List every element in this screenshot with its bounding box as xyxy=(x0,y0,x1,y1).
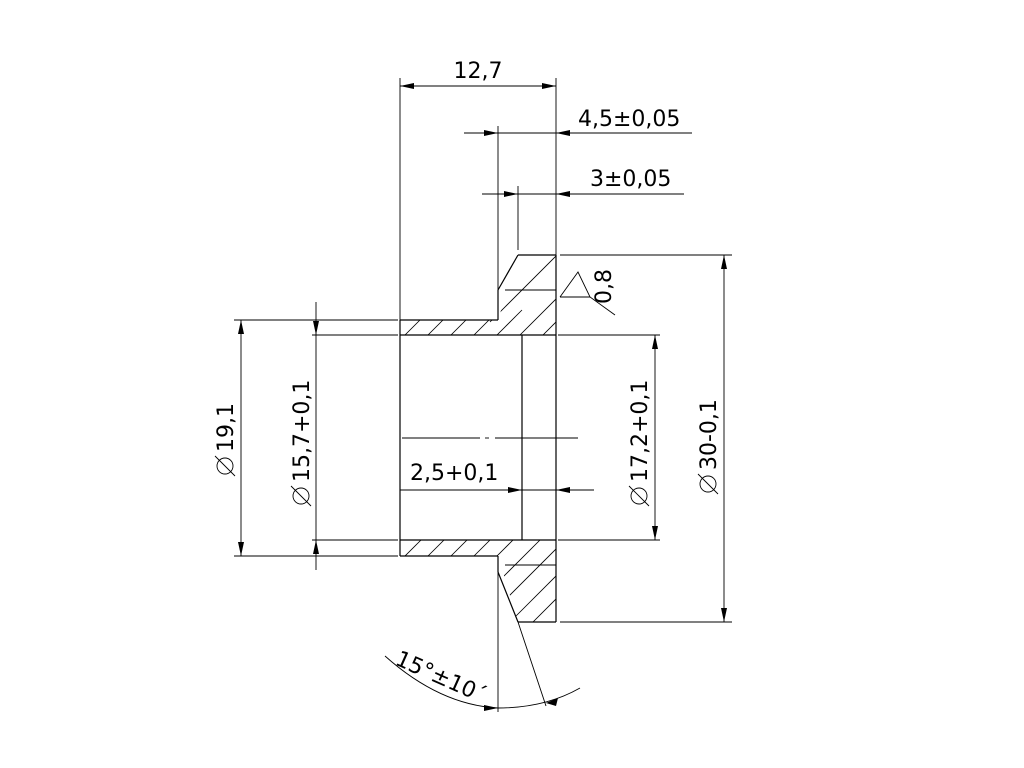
dimension-depth-inner: 3±0,05 xyxy=(482,167,684,250)
dim-15-7: 15,7+0,1 xyxy=(290,380,315,482)
dimension-overall-length: 12,7 xyxy=(399,59,557,320)
diameter-icon xyxy=(699,475,717,493)
dimension-counterbore-depth: 2,5+0,1 xyxy=(400,461,594,493)
dimension-chamfer-angle: 15°±10´ xyxy=(384,572,581,712)
diameter-icon xyxy=(216,457,234,475)
dim-19-1: 19,1 xyxy=(214,403,239,452)
dim-3: 3±0,05 xyxy=(590,167,671,192)
dimension-dia-19-1: 19,1 xyxy=(214,319,398,557)
dim-12-7: 12,7 xyxy=(454,59,503,84)
diameter-icon xyxy=(630,487,648,505)
dimension-dia-15-7: 15,7+0,1 xyxy=(290,302,398,570)
section-hatch-top xyxy=(400,255,556,335)
part-outline xyxy=(399,254,557,623)
surface-finish-value: 0,8 xyxy=(592,269,617,304)
dim-30: 30-0,1 xyxy=(697,399,722,470)
dim-4-5: 4,5±0,05 xyxy=(578,107,680,132)
section-hatch-bottom xyxy=(400,540,556,622)
dim-2-5: 2,5+0,1 xyxy=(410,461,498,486)
dimension-depth-outer: 4,5±0,05 xyxy=(464,107,692,290)
diameter-icon xyxy=(292,487,310,505)
dimension-dia-30: 30-0,1 xyxy=(560,254,732,623)
dim-17-2: 17,2+0,1 xyxy=(628,380,653,482)
surface-roughness-symbol: 0,8 xyxy=(559,269,617,316)
dim-15-deg: 15°±10´ xyxy=(392,647,490,709)
dimension-dia-17-2: 17,2+0,1 xyxy=(558,334,660,541)
